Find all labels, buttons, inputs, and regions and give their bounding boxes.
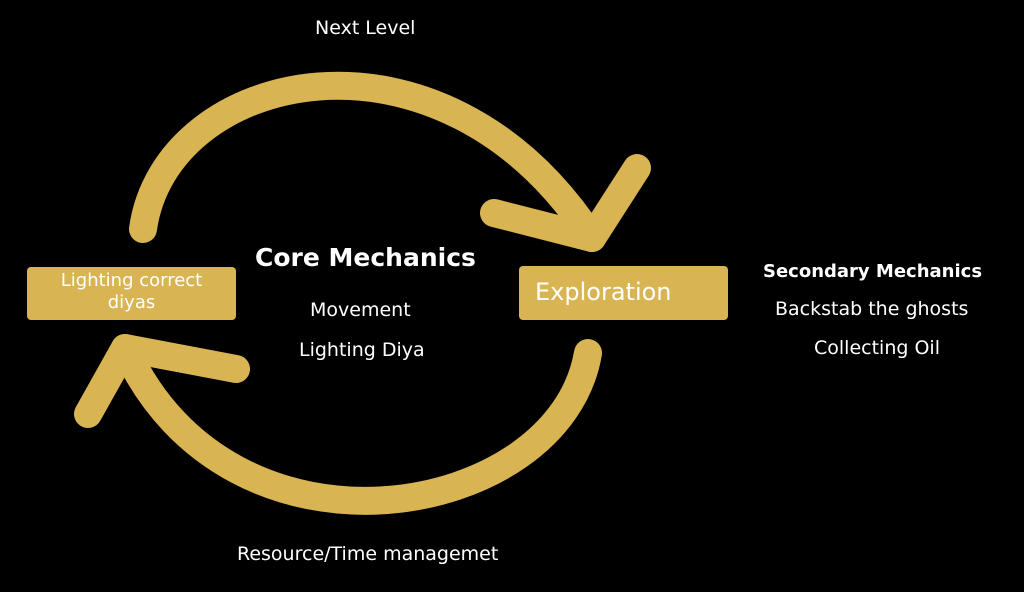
secondary-mechanic-item: Collecting Oil <box>814 337 940 359</box>
exploration-box: Exploration <box>519 266 728 320</box>
resource-time-management-label: Resource/Time managemet <box>237 543 499 565</box>
lighting-correct-diyas-box: Lighting correct diyas <box>27 267 236 320</box>
next-level-label: Next Level <box>315 17 416 39</box>
top-arrowhead <box>480 154 651 252</box>
core-mechanic-item: Movement <box>310 299 411 321</box>
secondary-mechanics-title: Secondary Mechanics <box>763 261 983 282</box>
bottom-arc-arrow <box>111 334 602 515</box>
lighting-box-line-2: diyas <box>107 292 156 313</box>
core-mechanics-title: Core Mechanics <box>255 243 476 272</box>
lighting-box-line-1: Lighting correct <box>60 270 203 291</box>
bottom-arrowhead <box>74 334 250 428</box>
secondary-mechanic-item: Backstab the ghosts <box>775 298 969 320</box>
core-mechanic-item: Lighting Diya <box>299 339 425 361</box>
top-arc-arrow <box>129 71 606 252</box>
exploration-label: Exploration <box>535 278 672 306</box>
